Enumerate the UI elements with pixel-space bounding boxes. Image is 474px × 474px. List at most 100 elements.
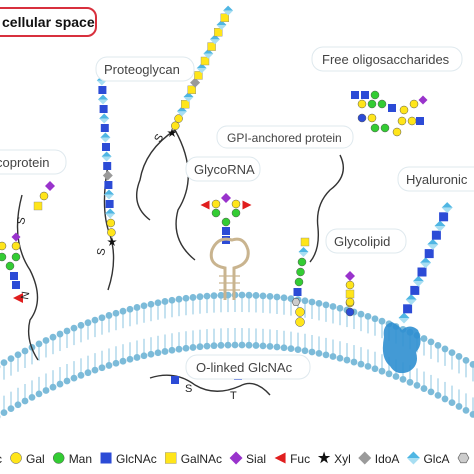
idoa-legend-icon: [358, 451, 372, 465]
glcnac-symbol: [100, 124, 109, 132]
lipid-head: [364, 312, 372, 320]
lipid-head: [154, 299, 162, 307]
glcnac-symbol: [416, 117, 424, 125]
lipid-head: [301, 297, 309, 305]
lipid-head: [357, 310, 365, 318]
lipid-head: [462, 406, 470, 414]
lipid-head: [112, 359, 120, 367]
man-symbol: [294, 277, 304, 287]
label-gpi-anchored: GPI-anchored protein: [216, 125, 354, 149]
lipid-head: [140, 302, 148, 310]
galnac-symbol: [220, 13, 230, 23]
lipid-head: [427, 388, 435, 396]
lipid-head: [161, 348, 169, 355]
man-symbol: [0, 252, 7, 262]
ido-symbol: [190, 77, 201, 88]
svg-text:Glycolipid: Glycolipid: [334, 234, 390, 249]
glcnac-symbol: [293, 288, 302, 296]
lipid-head: [392, 373, 400, 380]
gal-symbol: [231, 199, 241, 209]
gal-symbol: [106, 218, 116, 228]
galnac-symbol: [300, 237, 310, 247]
lipid-head: [175, 345, 183, 353]
galnac-symbol: [207, 42, 216, 51]
glcnac-symbol: [403, 304, 413, 314]
gal-symbol: [397, 116, 407, 126]
sial-symbol: [45, 181, 55, 191]
glcnac-symbol: [98, 86, 107, 94]
lipid-head: [49, 383, 57, 391]
label-proteoglycan: Proteoglycan: [95, 56, 195, 82]
glca-symbol: [427, 238, 439, 250]
lipid-head: [224, 341, 232, 349]
xyl-legend-icon: [317, 451, 331, 464]
lipid-head: [161, 298, 169, 305]
svg-text:GlycoRNA: GlycoRNA: [194, 162, 255, 177]
glca-symbol: [105, 208, 116, 219]
gal-symbol: [357, 99, 367, 109]
glca-symbol: [98, 94, 108, 105]
lipid-head: [336, 354, 344, 362]
man-legend-icon: [52, 452, 65, 464]
lipid-head: [364, 362, 372, 370]
lipid-head: [203, 342, 211, 350]
legend-label: Xyl: [334, 452, 351, 466]
fuc-symbol: [13, 293, 23, 303]
gal-symbol: [399, 105, 409, 115]
glca-symbol: [101, 151, 112, 162]
gal-symbol: [392, 127, 402, 137]
lipid-head: [378, 317, 386, 325]
gal-symbol: [407, 116, 417, 126]
glcnac-symbol: [431, 230, 441, 240]
lipid-head: [322, 351, 330, 359]
lipid-head: [119, 307, 127, 315]
lipid-head: [210, 292, 218, 300]
gal-symbol: [11, 241, 21, 251]
glcnac-symbol: [12, 281, 20, 289]
glca-symbol: [412, 275, 424, 287]
lipid-head: [238, 341, 246, 349]
man-symbol: [221, 217, 231, 227]
lipid-head: [14, 401, 22, 409]
glca-symbol: [298, 247, 309, 257]
lipid-head: [35, 390, 43, 398]
lipid-head: [7, 355, 15, 363]
man-symbol: [380, 123, 390, 133]
lipid-head: [315, 299, 323, 307]
man-symbol: [377, 99, 387, 109]
lipid-head: [133, 304, 141, 311]
gal-symbol: [39, 191, 49, 201]
lipid-head: [210, 342, 218, 350]
lipid-head: [413, 381, 421, 389]
lipid-head: [21, 347, 29, 355]
lipid-head: [126, 305, 134, 313]
lipid-head: [266, 342, 274, 350]
lipid-head: [133, 354, 141, 361]
lipid-head: [455, 353, 463, 360]
lipid-head: [175, 295, 183, 303]
legend-label: IdoA: [375, 452, 400, 466]
svg-text:Hyaluronic: Hyaluronic: [406, 172, 468, 187]
lipid-head: [301, 347, 309, 355]
lipid-head: [28, 393, 36, 401]
lipid-head: [448, 349, 456, 357]
lipid-head: [238, 291, 246, 299]
glcnac-symbol: [104, 181, 113, 189]
lipid-head: [420, 385, 428, 392]
galnac-symbol: [213, 28, 223, 37]
lipid-head: [42, 337, 50, 344]
lipid-head: [420, 335, 428, 342]
legend-label: GalNAc: [181, 452, 222, 466]
lipid-head: [77, 371, 85, 379]
glc-symbol: [345, 307, 355, 317]
lipid-head: [287, 345, 295, 353]
lipid-head: [147, 300, 155, 308]
lipid-head: [168, 296, 176, 304]
lipid-head: [455, 403, 463, 410]
lipid-head: [0, 359, 8, 367]
galnac-symbol: [345, 289, 355, 299]
glcnac-symbol: [103, 162, 112, 170]
star-symbol: [107, 237, 117, 247]
sial-legend-icon: [229, 451, 243, 465]
